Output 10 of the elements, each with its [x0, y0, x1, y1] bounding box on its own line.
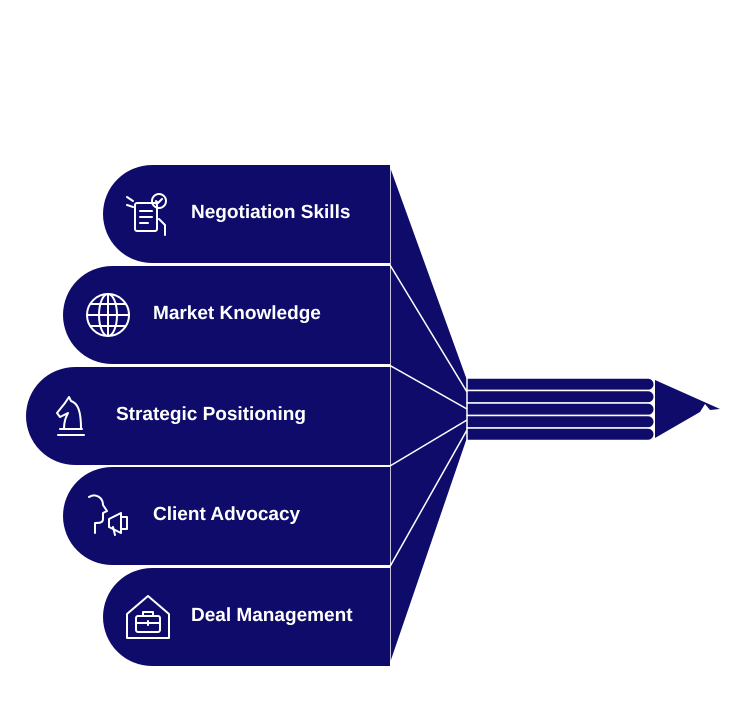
skill-band	[63, 266, 390, 364]
skill-band	[103, 568, 390, 666]
skill-label: Client Advocacy	[153, 504, 300, 526]
skill-band	[103, 165, 390, 263]
skill-label: Strategic Positioning	[116, 404, 306, 426]
skill-label: Negotiation Skills	[191, 202, 350, 224]
skill-band	[26, 366, 390, 464]
skill-label: Market Knowledge	[153, 303, 321, 325]
skill-label: Deal Management	[191, 604, 353, 626]
skill-band	[63, 467, 390, 565]
